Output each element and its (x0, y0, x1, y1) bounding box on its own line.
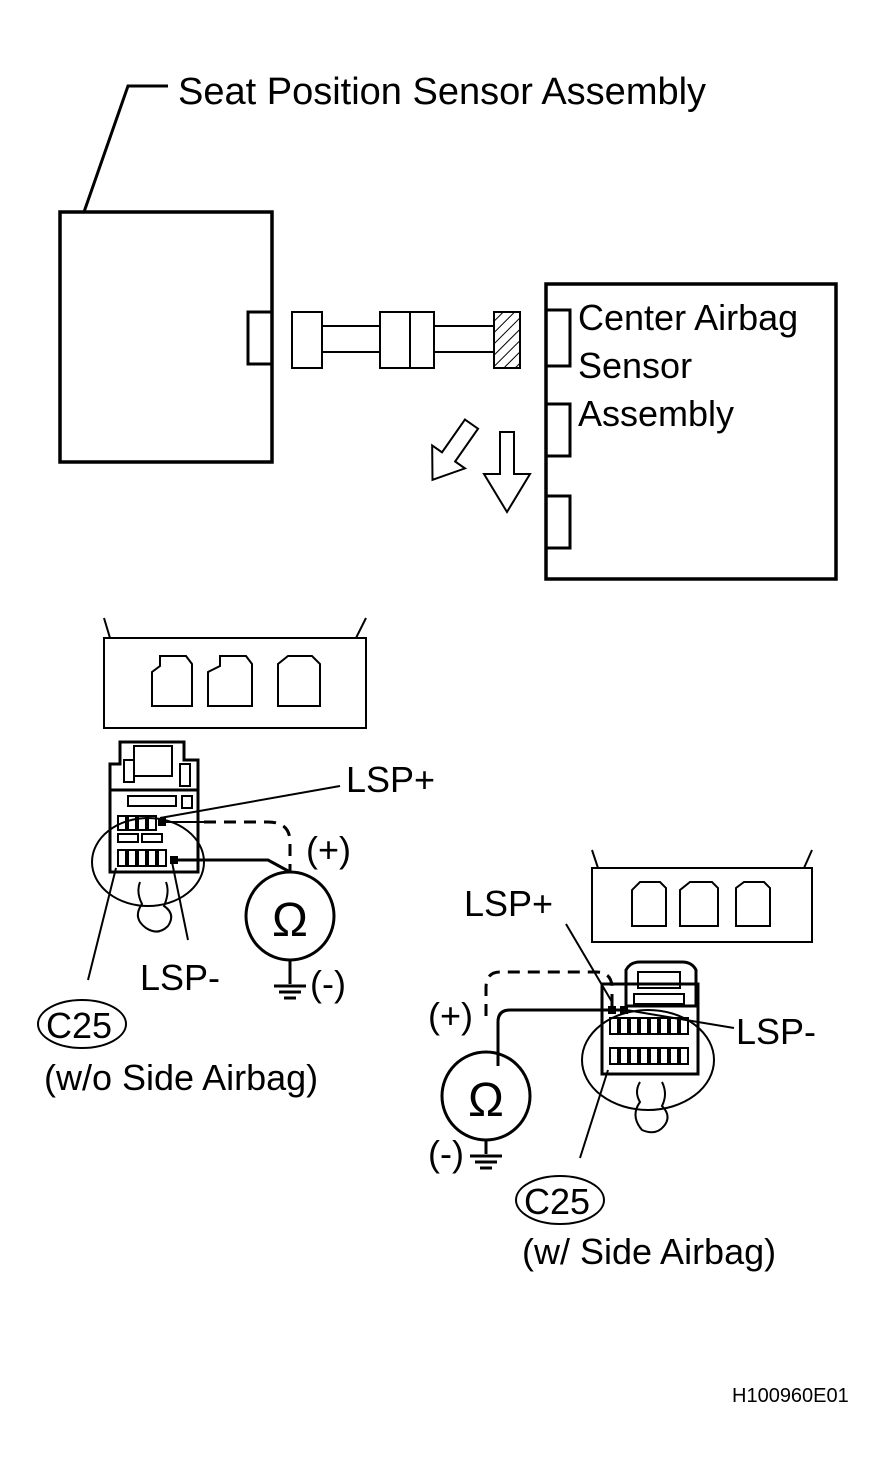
lsp-plus-label-a: LSP+ (346, 759, 435, 800)
wire-harness (291, 311, 521, 369)
lsp-plus-label-b: LSP+ (464, 883, 553, 924)
ohmmeter-a (244, 870, 336, 1000)
connector-c25-b-body (581, 960, 715, 1134)
seat-sensor-label: Seat Position Sensor Assembly (178, 71, 706, 113)
disconnect-arrow-diagonal (431, 418, 480, 482)
center-airbag-label-line2: Sensor (578, 345, 692, 386)
ohm-symbol-a: Ω (272, 894, 308, 947)
connector-label-b: C25 (524, 1181, 590, 1222)
variant-label-a: (w/o Side Airbag) (44, 1057, 318, 1098)
seat-position-sensor-assembly (58, 84, 274, 464)
connector-circle-b (515, 1175, 605, 1225)
center-airbag-label-line3: Assembly (578, 393, 734, 434)
minus-label-b: (-) (428, 1133, 464, 1174)
disconnect-arrow-down (482, 431, 532, 514)
figure-code: H100960E01 (732, 1385, 849, 1407)
connector-circle-a (37, 999, 127, 1049)
connector-front-view-a (103, 617, 367, 729)
minus-label-a: (-) (310, 963, 346, 1004)
meter-leads-a (87, 785, 341, 981)
lsp-minus-label-b: LSP- (736, 1011, 816, 1052)
connector-c25-a-body (91, 740, 205, 933)
meter-leads-b (484, 923, 735, 1159)
plus-label-b: (+) (428, 995, 473, 1036)
ohm-symbol-b: Ω (468, 1074, 504, 1127)
center-airbag-sensor-assembly (544, 282, 838, 581)
connector-label-a: C25 (46, 1005, 112, 1046)
connector-front-view-b (591, 849, 813, 943)
center-airbag-label-line1: Center Airbag (578, 297, 798, 338)
ohmmeter-b (440, 1050, 532, 1170)
lsp-minus-label-a: LSP- (140, 957, 220, 998)
variant-label-b: (w/ Side Airbag) (522, 1231, 776, 1272)
plus-label-a: (+) (306, 829, 351, 870)
